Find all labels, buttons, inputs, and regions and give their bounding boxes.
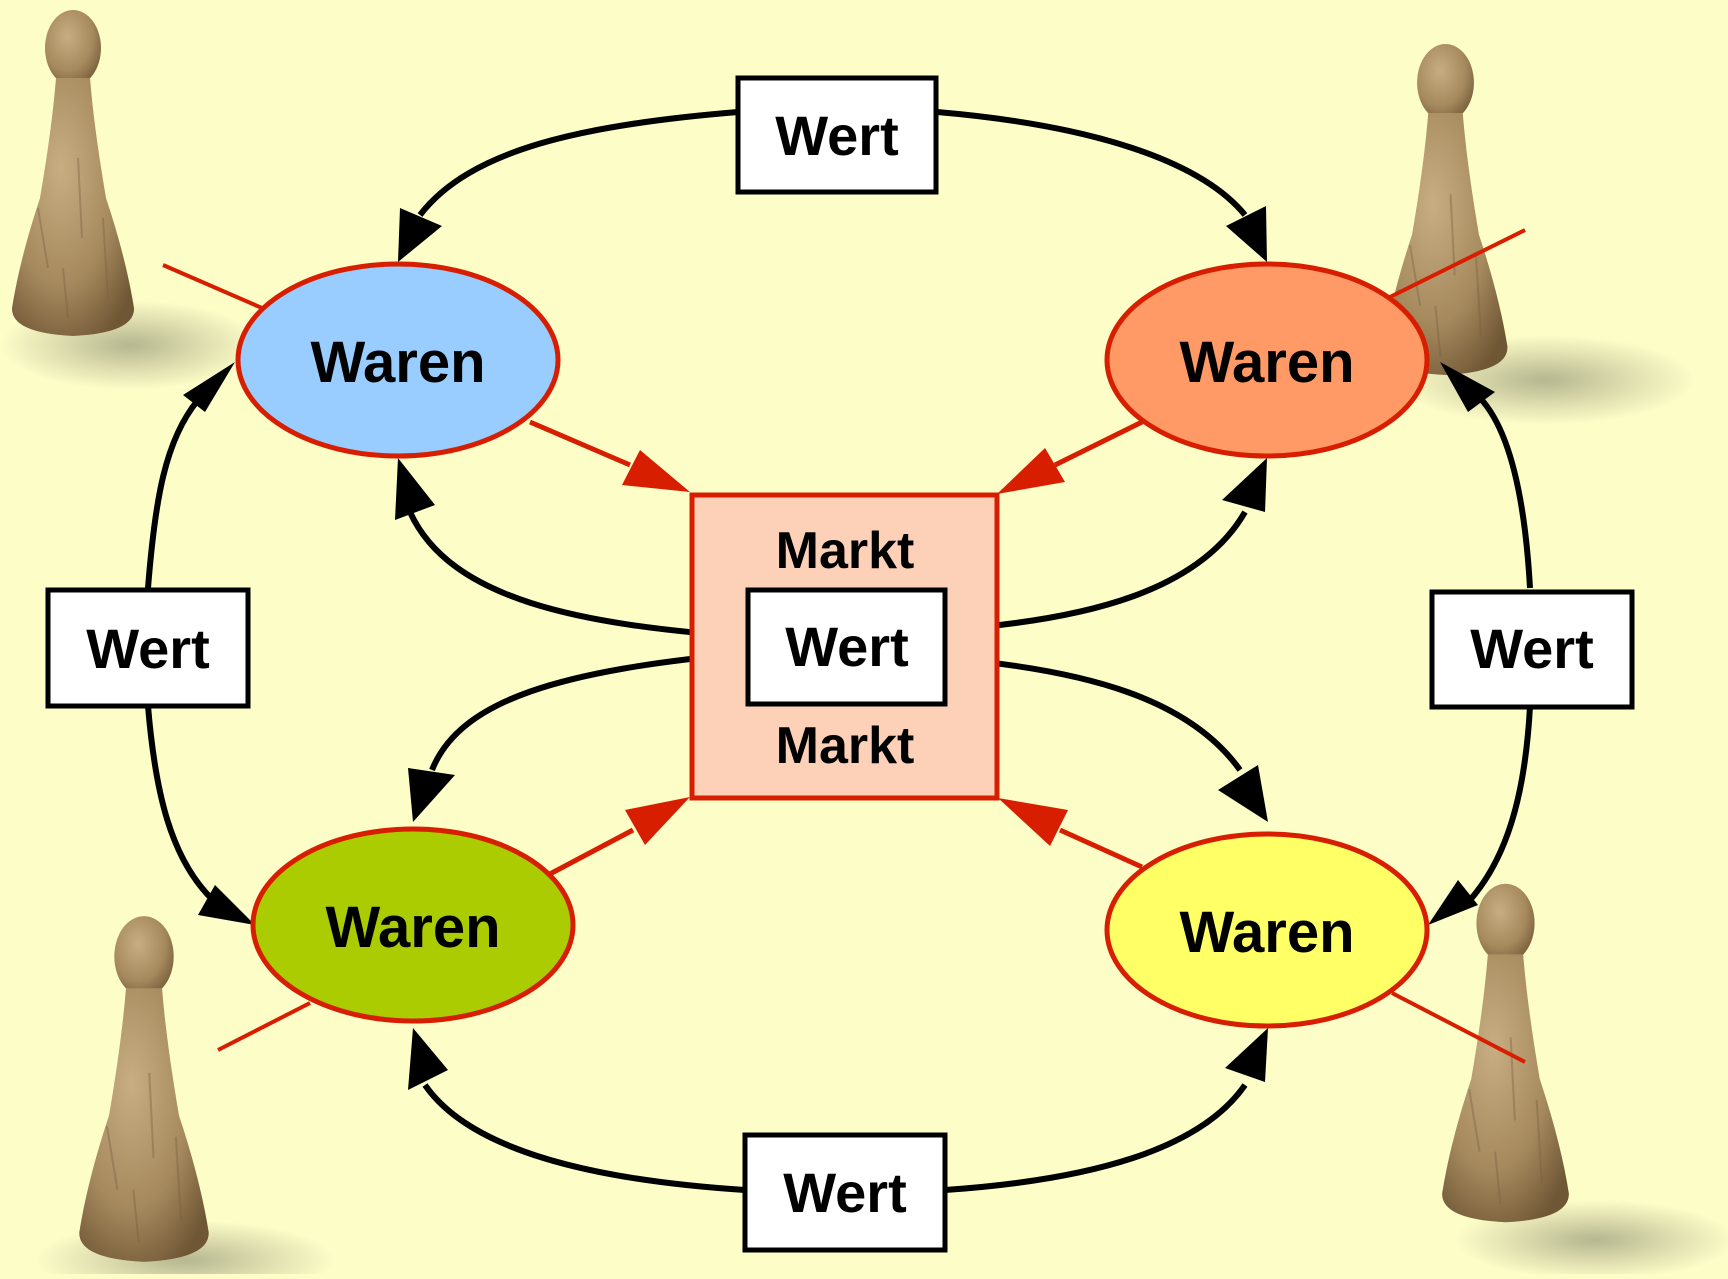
wert-label-right: Wert bbox=[1470, 617, 1593, 680]
wert-label-bottom: Wert bbox=[783, 1161, 906, 1224]
pawn-top-right bbox=[1382, 42, 1695, 425]
pawn-bottom-right bbox=[1441, 882, 1728, 1279]
wert-label-center: Wert bbox=[785, 615, 908, 678]
red-arrow-tr-to-market bbox=[997, 419, 1144, 494]
waren-label-top-right: Waren bbox=[1179, 330, 1354, 395]
market-label-bottom: Markt bbox=[776, 717, 915, 775]
wert-label-top: Wert bbox=[775, 104, 898, 167]
red-arrow-tl-to-market bbox=[529, 419, 690, 492]
wert-label-left: Wert bbox=[86, 617, 209, 680]
red-arrow-bl-to-market bbox=[546, 797, 690, 878]
black-arrowheads bbox=[183, 206, 1495, 1090]
red-tangent-lines bbox=[162, 228, 1526, 1064]
waren-label-top-left: Waren bbox=[310, 330, 485, 395]
waren-node-bottom-right: Waren bbox=[1104, 831, 1430, 1029]
black-flow-arrows bbox=[145, 109, 1533, 1193]
market-label-top: Markt bbox=[776, 522, 915, 580]
red-arrow-br-to-market bbox=[998, 798, 1144, 870]
wert-box-center: Wert bbox=[745, 587, 948, 707]
pawn-top-left bbox=[0, 9, 260, 390]
waren-label-bottom-left: Waren bbox=[325, 895, 500, 960]
wert-box-bottom: Wert bbox=[742, 1132, 948, 1253]
waren-node-bottom-left: Waren bbox=[250, 826, 576, 1024]
wert-box-top: Wert bbox=[735, 75, 939, 195]
waren-label-bottom-right: Waren bbox=[1179, 900, 1354, 965]
waren-node-top-right: Waren bbox=[1104, 261, 1430, 459]
wert-box-left: Wert bbox=[45, 587, 251, 709]
wert-box-right: Wert bbox=[1429, 589, 1635, 710]
waren-node-top-left: Waren bbox=[235, 261, 561, 459]
pawn-bottom-left bbox=[35, 915, 335, 1279]
